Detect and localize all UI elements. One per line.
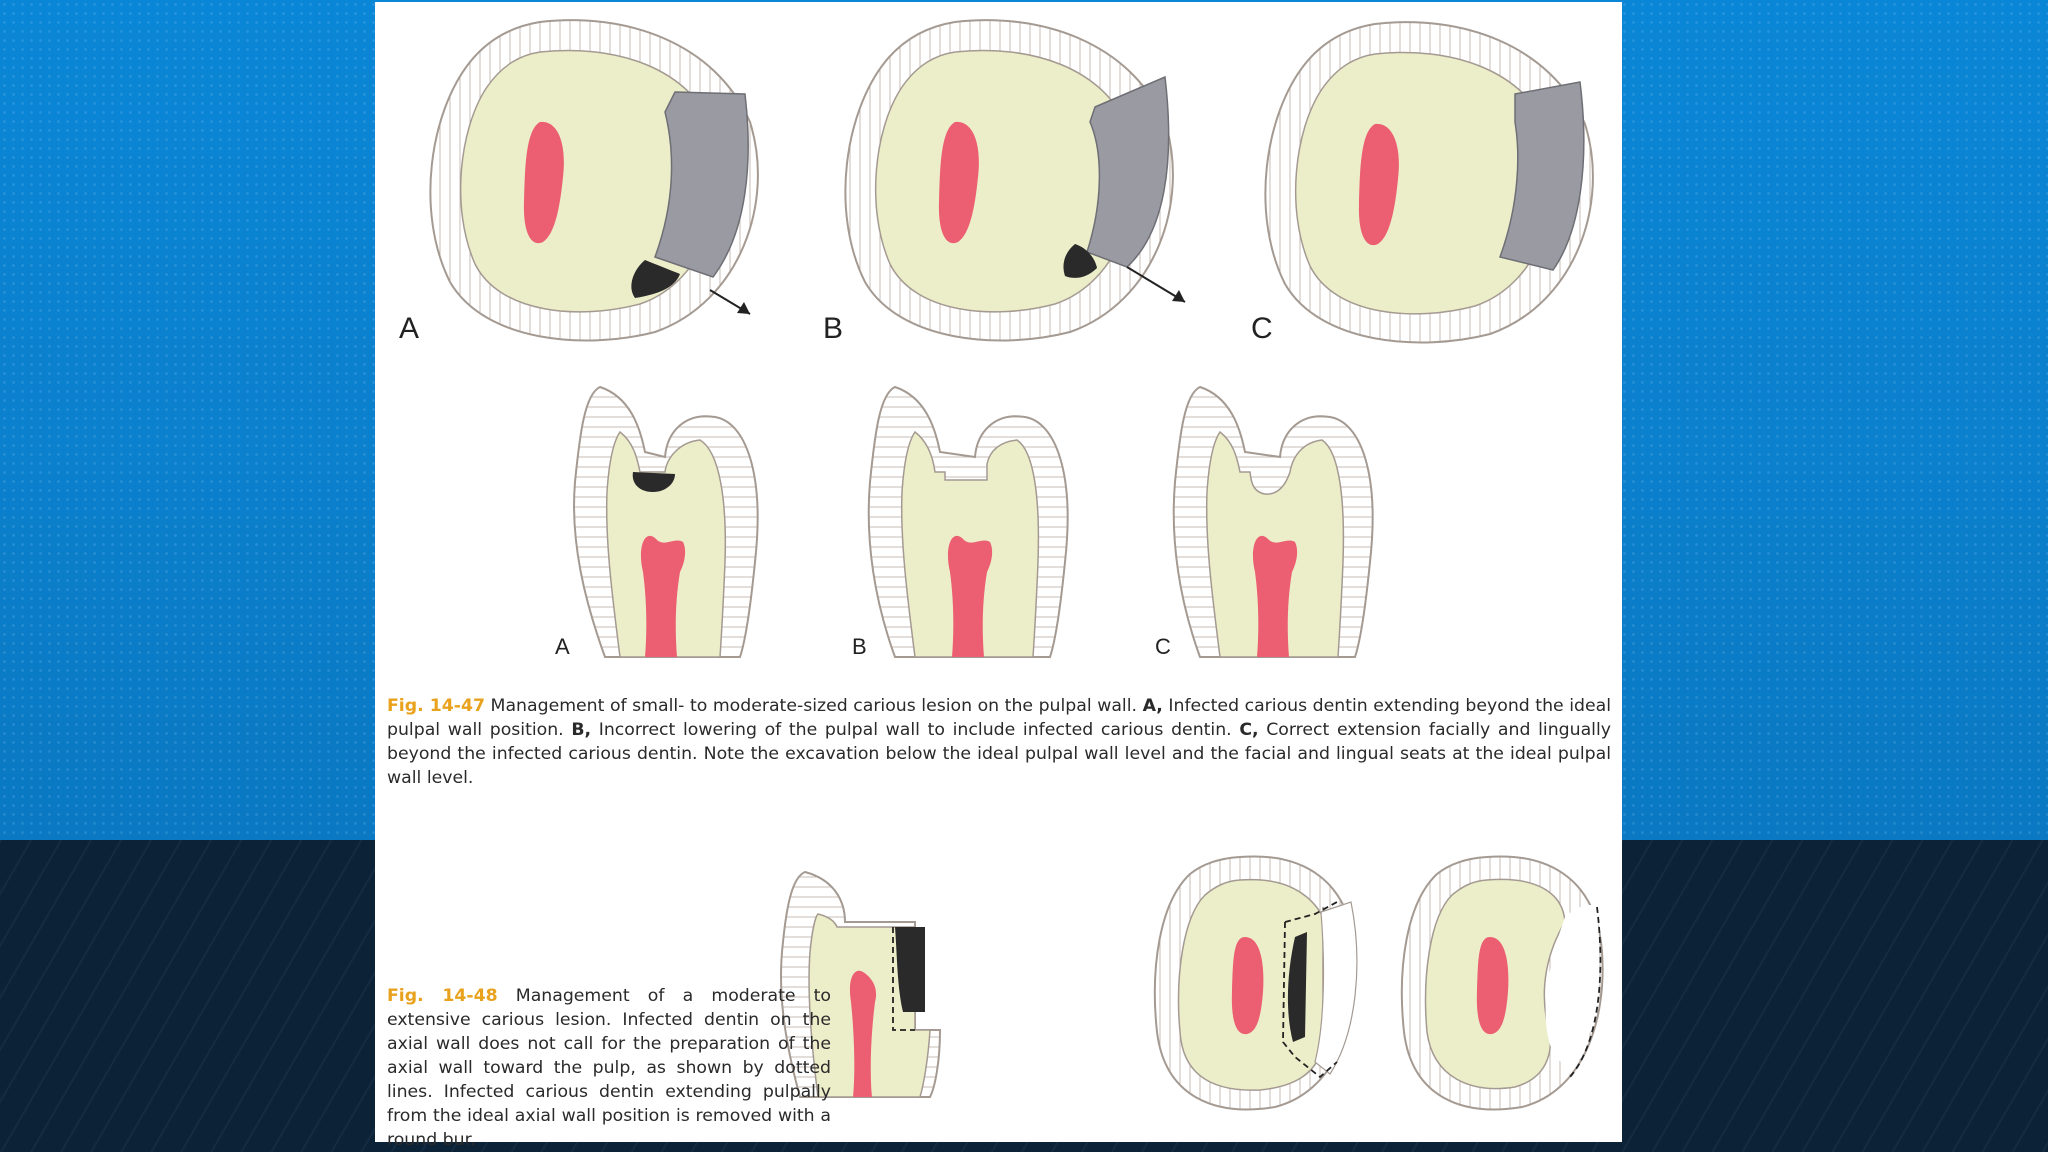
caption-intro: Management of small- to moderate-sized c… — [485, 696, 1143, 716]
figure-14-48-caption: Fig. 14-48 Management of a moderate to e… — [387, 984, 831, 1152]
caption-a-text: Infected carious dentin extending beyond… — [387, 696, 1612, 740]
axial-wall-occlusal-view-1 — [1153, 855, 1358, 1111]
occlusal-tooth-b — [844, 19, 1186, 342]
panel-label-proximal-a: A — [555, 634, 570, 659]
axial-wall-proximal-view — [779, 870, 942, 1098]
occlusal-tooth-c — [1264, 21, 1594, 344]
proximal-tooth-c — [1172, 385, 1374, 658]
dental-figures — [429, 19, 1604, 1111]
caption-c-label: C, — [1239, 720, 1259, 740]
figure-14-47-caption: Fig. 14-47 Management of small- to moder… — [387, 694, 1611, 790]
panel-label-occlusal-b: B — [823, 312, 844, 345]
figure-14-47-label: Fig. 14-47 — [387, 696, 486, 716]
caption-b-text: Incorrect lowering of the pulpal wall to… — [591, 720, 1240, 740]
proximal-tooth-a — [573, 385, 759, 658]
axial-wall-occlusal-view-2 — [1400, 855, 1604, 1111]
occlusal-tooth-a — [429, 19, 759, 342]
panel-label-occlusal-a: A — [399, 312, 420, 345]
figure-14-48-label: Fig. 14-48 — [387, 986, 498, 1006]
panel-label-proximal-c: C — [1155, 634, 1171, 659]
slide-content: A B C A B C Fig. 14-47 Management of sma… — [375, 2, 1622, 1150]
caption-c-text: Correct extension facially and lingually… — [387, 720, 1611, 788]
caption-a-label: A, — [1142, 696, 1163, 716]
panel-label-proximal-b: B — [852, 634, 867, 659]
proximal-tooth-b — [867, 385, 1069, 658]
figure-14-48-text: Management of a moderate to extensive ca… — [387, 986, 831, 1150]
panel-label-occlusal-c: C — [1251, 312, 1273, 345]
caption-b-label: B, — [571, 720, 592, 740]
